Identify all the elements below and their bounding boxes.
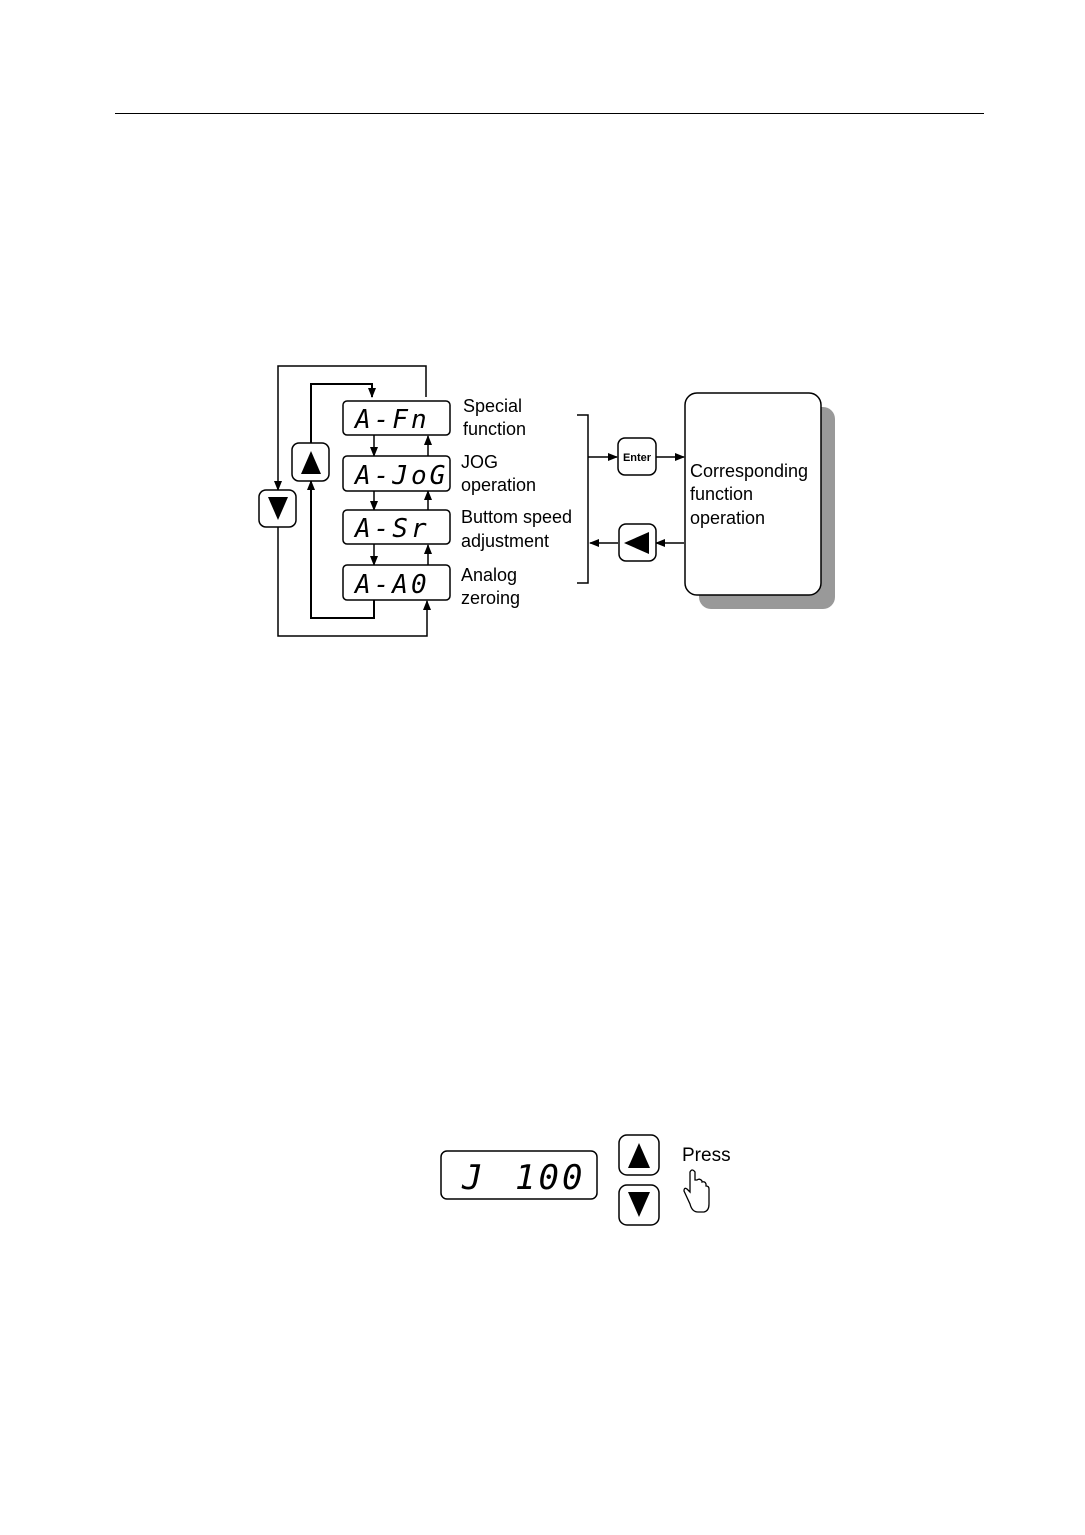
display-a-fn: A-Fn [342, 400, 451, 436]
label-special: Special [463, 396, 522, 416]
display-code: A-JoG [353, 461, 448, 491]
down-key[interactable] [258, 489, 297, 528]
up-triangle-icon [628, 1143, 650, 1168]
enter-key-label: Enter [623, 452, 652, 464]
label-jog: JOG [461, 452, 498, 472]
left-triangle-icon [624, 532, 649, 554]
down-triangle-icon [628, 1192, 650, 1217]
up-key[interactable] [291, 442, 330, 482]
jog-down-key[interactable] [618, 1184, 660, 1226]
label-analog: Analog [461, 565, 517, 585]
up-loop-connector [307, 383, 376, 619]
enter-key[interactable]: Enter [617, 437, 657, 476]
display-code: A-Fn [353, 405, 430, 435]
label-buttom-speed: Buttom speed [461, 507, 572, 527]
jog-up-key[interactable] [618, 1134, 660, 1176]
label-adjustment: adjustment [461, 531, 549, 551]
down-triangle-icon [268, 497, 288, 520]
function-box: Corresponding function operation [684, 392, 822, 596]
display-code: A-Sr [353, 514, 430, 544]
jog-display: J 100 [440, 1150, 598, 1200]
display-a-sr: A-Sr [342, 509, 451, 545]
up-triangle-icon [301, 451, 321, 474]
display-code: A-A0 [353, 570, 430, 600]
label-operation: operation [461, 475, 536, 495]
press-label: Press [682, 1145, 731, 1166]
display-a-jog: A-JoG [342, 455, 451, 492]
label-zeroing: zeroing [461, 588, 520, 608]
label-function: function [463, 419, 526, 439]
jog-display-mode: J [461, 1158, 485, 1198]
jog-display-value: 100 [515, 1158, 585, 1198]
function-box-line2: function [690, 484, 753, 504]
down-loop-connector [274, 365, 431, 637]
display-a-a0: A-A0 [342, 564, 451, 601]
group-bracket [577, 414, 589, 584]
header-rule [115, 113, 984, 114]
function-box-line1: Corresponding [690, 461, 808, 481]
back-key[interactable] [618, 523, 657, 562]
function-box-line3: operation [690, 508, 765, 528]
pointing-hand-icon [683, 1169, 710, 1213]
